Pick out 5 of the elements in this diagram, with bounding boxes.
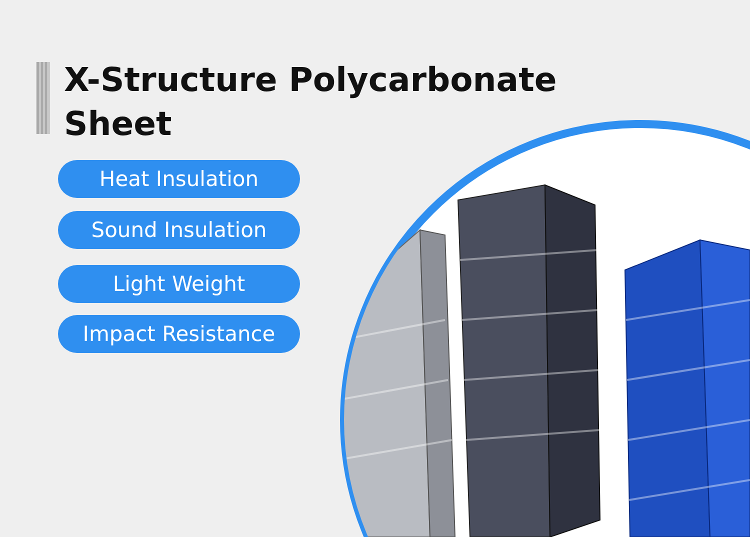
feature-label: Light Weight: [58, 265, 300, 303]
feature-label: Heat Insulation: [58, 160, 300, 198]
feature-label: Sound Insulation: [58, 211, 300, 249]
feature-label: Impact Resistance: [58, 315, 300, 353]
title: X-Structure Polycarbonate Sheet: [64, 59, 558, 145]
